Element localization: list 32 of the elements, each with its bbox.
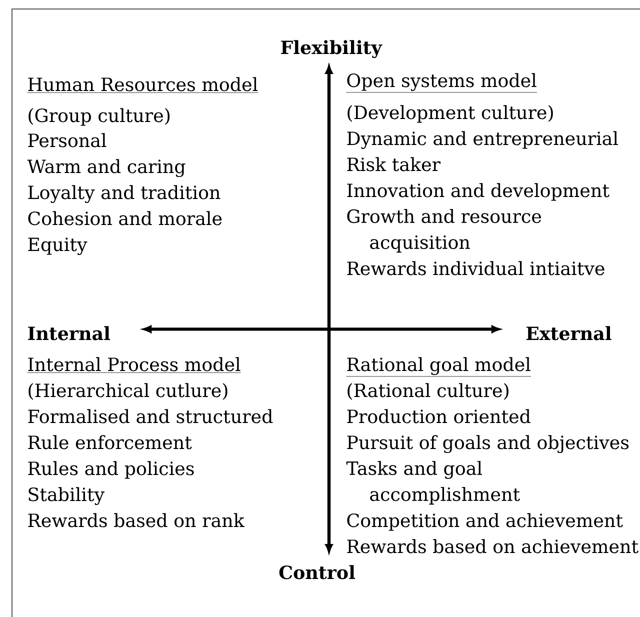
- trait-text: Tasks and goal accomplishment: [346, 460, 520, 505]
- trait-text: Warm and caring: [27, 159, 186, 178]
- trait-text: Rewards based on rank: [28, 513, 244, 528]
- axis-label: External: [526, 326, 612, 340]
- axis-label: Control: [279, 565, 356, 580]
- trait-text: Risk taker: [347, 157, 441, 172]
- axis-label: Flexibility: [281, 40, 382, 58]
- model-heading: Rational goal model: [346, 357, 532, 377]
- trait-text: Equity: [28, 238, 88, 256]
- model-heading: Internal Process model: [27, 357, 242, 373]
- trait-text: Formalised and structured: [28, 409, 273, 424]
- trait-text: Rewards based on achievement: [347, 539, 638, 554]
- model-heading: Open systems model: [346, 73, 538, 93]
- trait-text: Stability: [28, 487, 104, 506]
- trait-text: Rules and policies: [28, 461, 194, 479]
- trait-text: Pursuit of goals and objectives: [347, 435, 629, 454]
- trait-text: (Development culture): [348, 105, 553, 123]
- trait-text: Dynamic and entrepreneurial: [347, 131, 618, 150]
- trait-text: Innovation and development: [347, 183, 610, 201]
- trait-text: Cohesion and morale: [28, 211, 222, 226]
- model-heading: Human Resources model: [27, 77, 258, 93]
- trait-text: Production oriented: [347, 409, 530, 424]
- trait-text: (Hierarchical cutlure): [28, 383, 228, 400]
- trait-text: Personal: [28, 133, 106, 148]
- trait-text: Rewards individual intiaitve: [347, 261, 604, 276]
- trait-text: (Group culture): [28, 108, 170, 126]
- trait-text: Competition and achievement: [347, 513, 623, 531]
- axis-label: Internal: [28, 326, 110, 340]
- trait-text: (Rational culture): [348, 383, 508, 400]
- trait-text: Loyalty and tradition: [28, 185, 220, 204]
- trait-text: Rule enforcement: [28, 435, 192, 450]
- trait-text: Growth and resource acquisition: [347, 208, 542, 253]
